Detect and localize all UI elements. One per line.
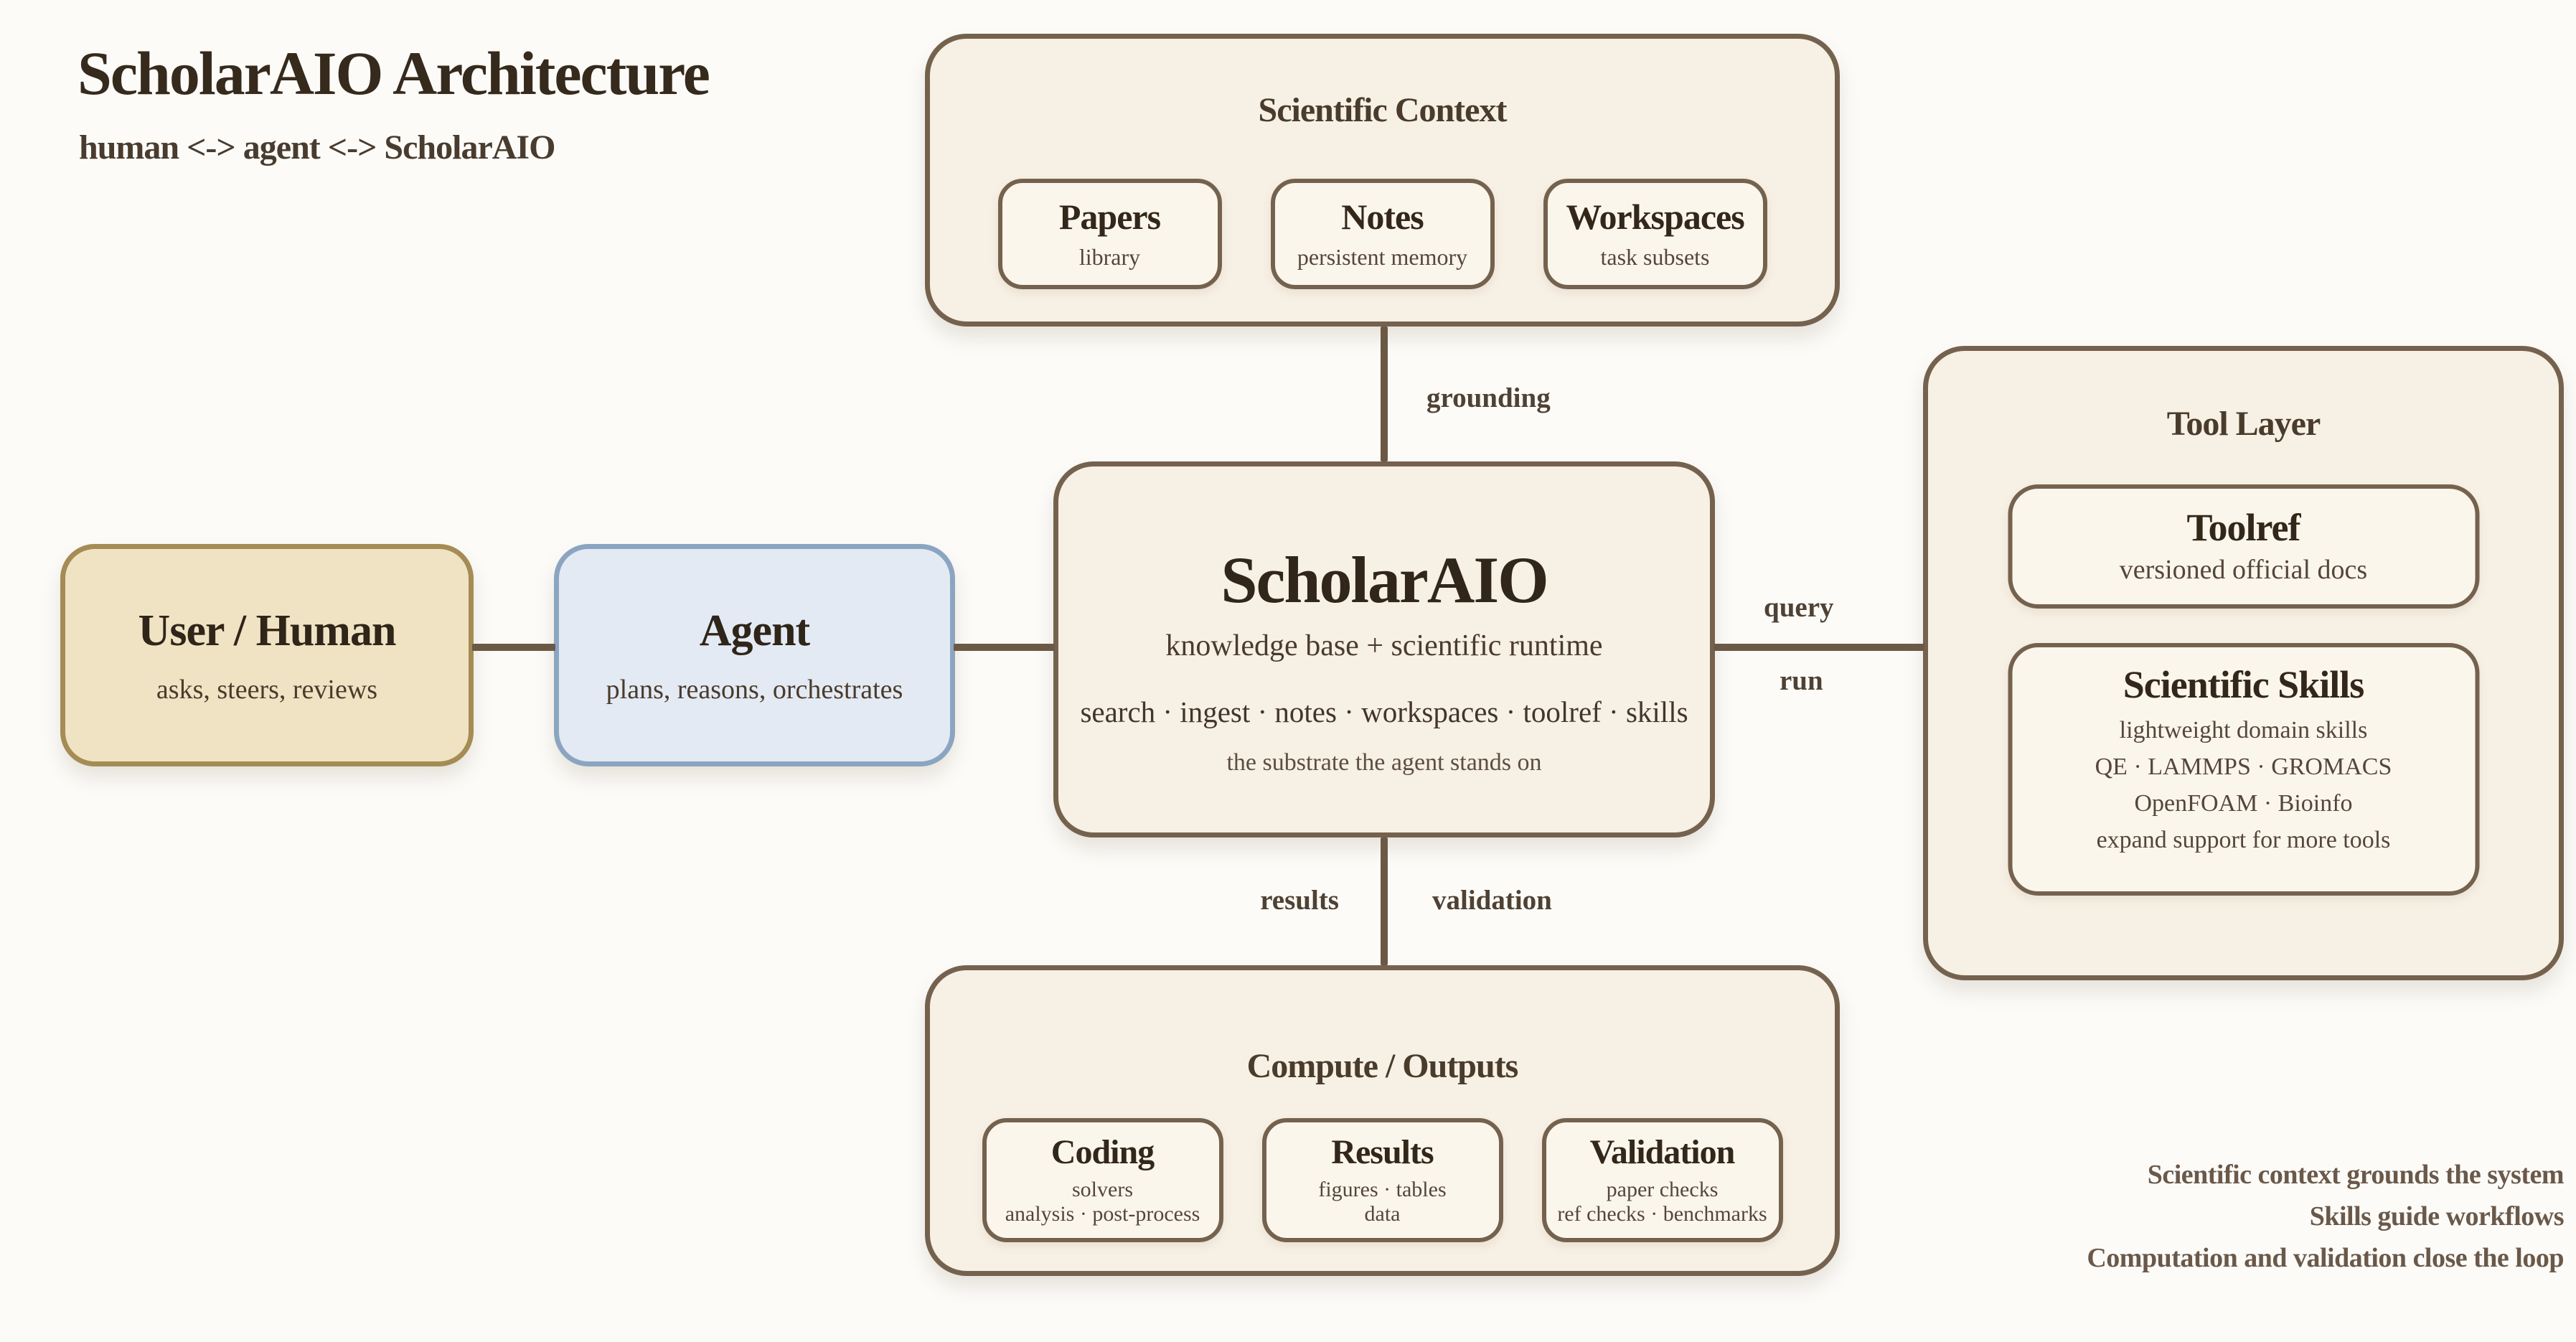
- edge-label-grounding: grounding: [1426, 383, 1551, 413]
- compute-outputs-title: Compute / Outputs: [1246, 1047, 1519, 1085]
- edge-core-tools: [1714, 644, 1924, 651]
- agent-title: Agent: [699, 606, 810, 655]
- scientific-skills-title: Scientific Skills: [2123, 663, 2365, 706]
- workspaces-caption: task subsets: [1600, 244, 1710, 271]
- note-line: Computation and validation close the loo…: [2087, 1243, 2564, 1273]
- page-subtitle: human <-> agent <-> ScholarAIO: [79, 128, 555, 166]
- validation-title: Validation: [1589, 1133, 1736, 1172]
- validation-node: Validation paper checks ref checks · ben…: [1541, 1118, 1783, 1242]
- edge-agent-core: [954, 644, 1055, 651]
- skills-line: lightweight domain skills: [2119, 717, 2368, 743]
- notes-caption: persistent memory: [1297, 244, 1468, 271]
- edge-label-query: query: [1764, 592, 1834, 623]
- scholaraio-core-node: ScholarAIO knowledge base + scientific r…: [1053, 461, 1715, 837]
- skills-line: OpenFOAM · Bioinfo: [2134, 790, 2353, 817]
- compute-outputs-row: Coding solvers analysis · post-process R…: [930, 1118, 1835, 1242]
- skills-line: expand support for more tools: [2096, 827, 2391, 853]
- edge-user-agent: [472, 644, 555, 651]
- validation-caption: ref checks · benchmarks: [1557, 1201, 1767, 1226]
- validation-caption: paper checks: [1606, 1177, 1719, 1201]
- tool-layer-box: Tool Layer Toolref versioned official do…: [1923, 346, 2564, 980]
- workspaces-node: Workspaces task subsets: [1543, 179, 1767, 289]
- scientific-context-title: Scientific Context: [1258, 91, 1508, 129]
- edge-label-validation: validation: [1432, 885, 1552, 916]
- coding-caption: analysis · post-process: [1005, 1201, 1200, 1226]
- papers-caption: library: [1078, 244, 1141, 271]
- papers-node: Papers library: [997, 179, 1222, 289]
- page-title: ScholarAIO Architecture: [77, 39, 710, 108]
- edge-core-compute: [1381, 837, 1388, 965]
- agent-node: Agent plans, reasons, orchestrates: [554, 544, 955, 766]
- toolref-title: Toolref: [2186, 505, 2300, 549]
- scientific-context-row: Papers library Notes persistent memory W…: [930, 179, 1835, 289]
- core-subtitle: knowledge base + scientific runtime: [1165, 629, 1603, 662]
- coding-caption: solvers: [1072, 1177, 1133, 1201]
- results-caption: figures · tables: [1318, 1177, 1447, 1201]
- notes-title: Notes: [1341, 197, 1424, 238]
- workspaces-title: Workspaces: [1566, 197, 1744, 238]
- scientific-skills-node: Scientific Skills lightweight domain ski…: [2008, 643, 2479, 896]
- user-human-title: User / Human: [138, 606, 397, 655]
- results-caption: data: [1364, 1201, 1401, 1226]
- scientific-context-box: Scientific Context Papers library Notes …: [925, 34, 1840, 327]
- note-line: Scientific context grounds the system: [2147, 1160, 2565, 1190]
- papers-title: Papers: [1058, 197, 1161, 238]
- compute-outputs-box: Compute / Outputs Coding solvers analysi…: [925, 965, 1840, 1276]
- results-node: Results figures · tables data: [1261, 1118, 1503, 1242]
- user-human-caption: asks, steers, reviews: [156, 674, 378, 705]
- coding-node: Coding solvers analysis · post-process: [982, 1118, 1223, 1242]
- skills-line: QE · LAMMPS · GROMACS: [2095, 754, 2392, 780]
- footer-notes: Scientific context grounds the system Sk…: [2087, 1154, 2564, 1279]
- core-features: search · ingest · notes · workspaces · t…: [1080, 695, 1688, 728]
- core-title: ScholarAIO: [1221, 543, 1548, 616]
- agent-caption: plans, reasons, orchestrates: [606, 674, 903, 705]
- toolref-node: Toolref versioned official docs: [2008, 484, 2479, 609]
- edge-label-results: results: [1260, 885, 1339, 916]
- notes-node: Notes persistent memory: [1270, 179, 1495, 289]
- edge-context-core: [1381, 327, 1388, 461]
- edge-label-run: run: [1780, 665, 1823, 696]
- tool-layer-title: Tool Layer: [2166, 405, 2321, 443]
- note-line: Skills guide workflows: [2309, 1201, 2565, 1231]
- coding-title: Coding: [1050, 1133, 1155, 1172]
- results-title: Results: [1331, 1133, 1434, 1172]
- core-tagline: the substrate the agent stands on: [1226, 749, 1542, 776]
- user-human-node: User / Human asks, steers, reviews: [60, 544, 474, 766]
- toolref-caption: versioned official docs: [2119, 555, 2368, 586]
